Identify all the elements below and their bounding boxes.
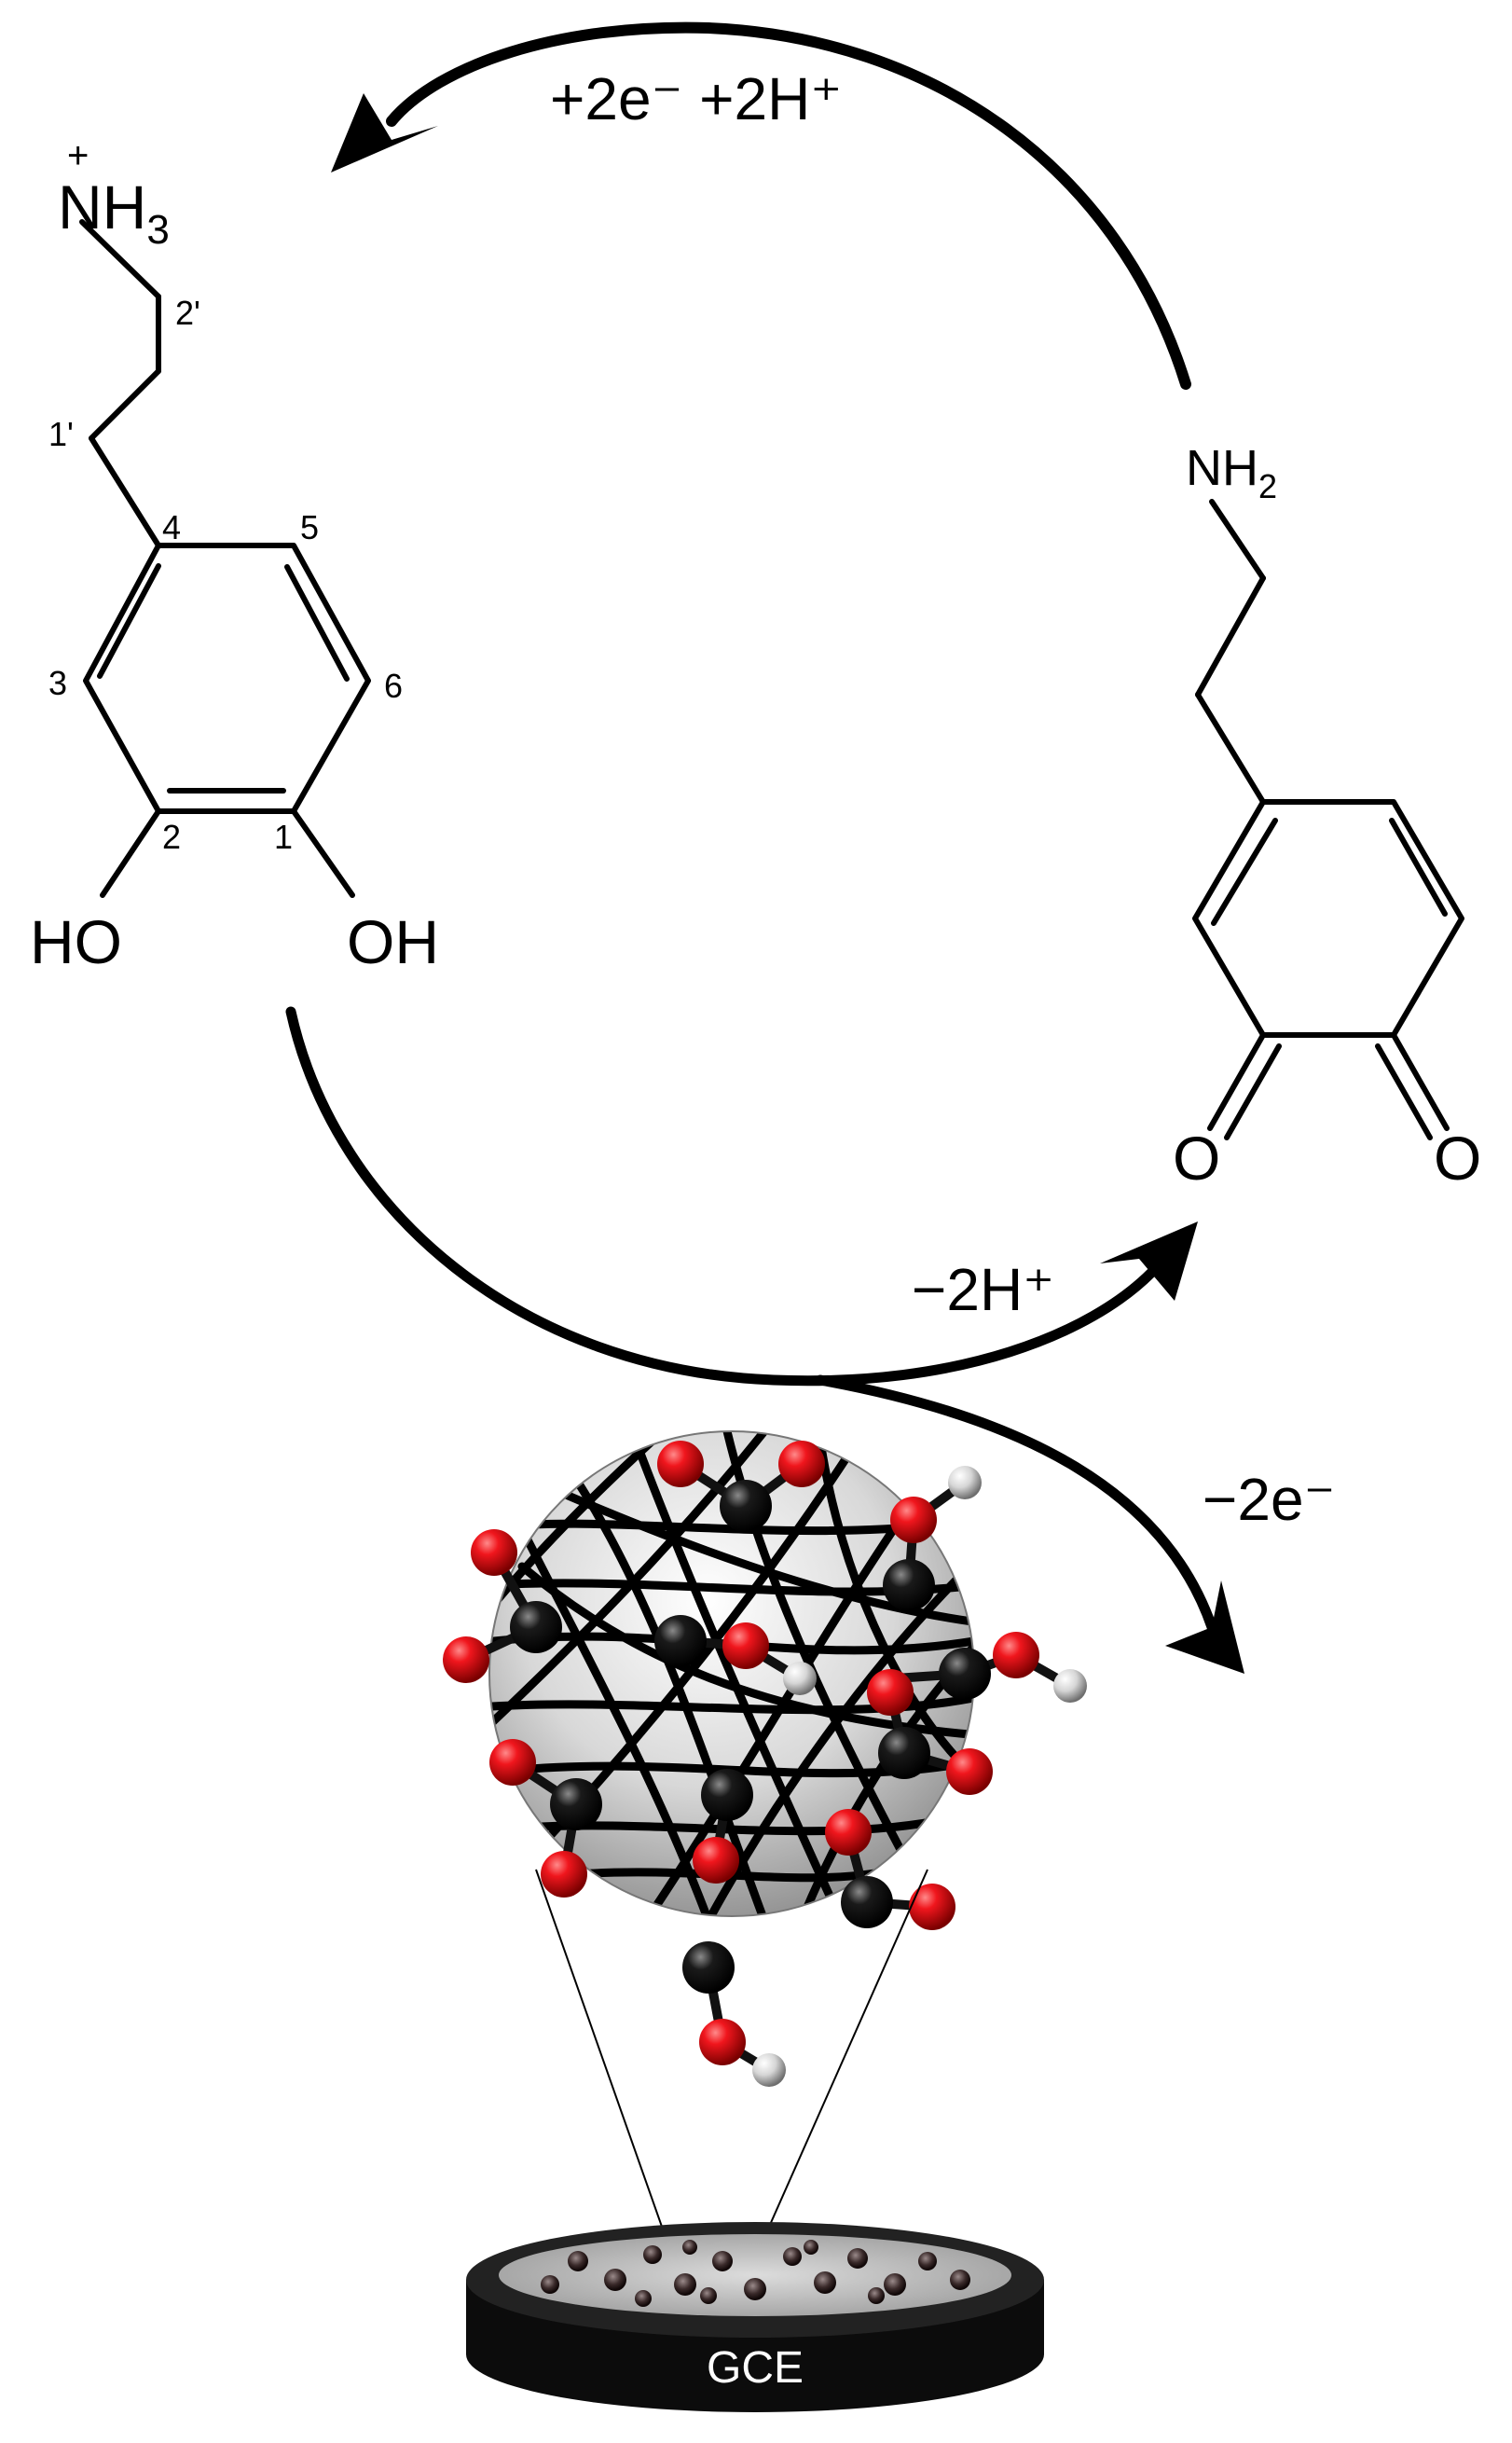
proton-loss-label: −2H⁺: [912, 1256, 1054, 1323]
carbon-atom: [878, 1727, 930, 1779]
oxygen-atom: [541, 1851, 587, 1898]
dopamine-molecule: NH3 + 2' 1' 4 5 3 6 2 1 HO OH: [30, 135, 439, 976]
surface-particles: [541, 2240, 970, 2307]
reduction-arrow: [386, 21, 1191, 390]
electron-arrow: [815, 1374, 1217, 1633]
reduction-arrowhead: [331, 93, 438, 173]
oxygen-atom: [699, 2019, 746, 2065]
oxygen-atom: [443, 1636, 489, 1683]
dopamine-amine-label: NH3: [58, 173, 170, 253]
reaction-arrows: +2e⁻ +2H⁺ −2H⁺ −2e⁻: [285, 21, 1335, 1674]
oxygen-atom: [471, 1529, 517, 1576]
glassy-carbon-electrode: GCE: [466, 2222, 1044, 2412]
atom-number-2: 2: [162, 818, 181, 856]
carbon-atom: [841, 1876, 893, 1928]
oxygen-atom: [657, 1441, 704, 1487]
oxygen-atom: [693, 1837, 739, 1884]
oxygen-atom: [993, 1632, 1039, 1678]
atom-number-6: 6: [384, 667, 403, 705]
atom-number-4: 4: [162, 508, 181, 546]
quinone-oxygen-right: O: [1434, 1124, 1481, 1193]
oxidation-arrow: [285, 1006, 1157, 1387]
carbon-atom: [510, 1601, 562, 1653]
carbon-atom: [720, 1480, 772, 1532]
electrode-surface: [499, 2234, 1011, 2316]
atom-number-5: 5: [300, 508, 319, 546]
carbon-atom: [654, 1615, 707, 1667]
quinone-oxygen-left: O: [1173, 1124, 1220, 1193]
reduction-label: +2e⁻ +2H⁺: [550, 65, 842, 132]
atom-number-3: 3: [48, 664, 67, 702]
functional-groups: [443, 1441, 1087, 2087]
atom-number-2prime: 2': [175, 294, 200, 332]
oxygen-atom: [890, 1497, 937, 1543]
electron-arrowhead: [1165, 1580, 1244, 1674]
electrode-label: GCE: [707, 2343, 804, 2393]
quinone-amine-label: NH2: [1186, 440, 1277, 505]
atom-number-1prime: 1': [48, 415, 74, 453]
hydroxyl-left-label: HO: [30, 907, 122, 976]
hydrogen-atom: [752, 2053, 786, 2087]
carbon-atom: [939, 1648, 991, 1700]
quinone-molecule: NH2 O O: [1173, 440, 1481, 1193]
hydrogen-atom: [1053, 1669, 1087, 1703]
oxygen-atom: [489, 1739, 536, 1786]
carbon-atom: [701, 1769, 753, 1821]
hydrogen-atom: [948, 1466, 982, 1499]
oxygen-atom: [722, 1622, 769, 1669]
oxygen-atom: [909, 1884, 955, 1930]
dopamine-charge: +: [67, 135, 89, 176]
carbon-atom: [682, 1941, 735, 1994]
oxidation-arrowhead: [1100, 1222, 1198, 1301]
hydrogen-atom: [783, 1662, 817, 1695]
hydroxyl-right-label: OH: [347, 907, 439, 976]
carbon-atom: [550, 1778, 602, 1830]
atom-number-1: 1: [274, 818, 293, 856]
oxygen-atom: [867, 1669, 914, 1716]
carbon-atom: [883, 1559, 935, 1611]
oxygen-atom: [825, 1809, 872, 1856]
electron-loss-label: −2e⁻: [1203, 1466, 1335, 1533]
oxygen-atom: [778, 1441, 825, 1487]
oxygen-atom: [946, 1748, 993, 1795]
